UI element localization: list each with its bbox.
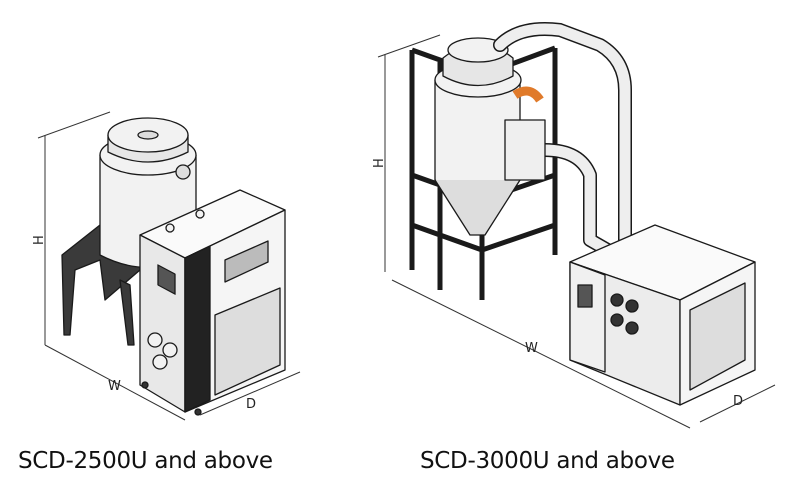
right-dim-h: H (372, 158, 387, 168)
left-dim-h: H (32, 235, 47, 245)
right-dim-w: W (525, 341, 538, 356)
right-dim-d: D (733, 394, 743, 409)
left-unit-caption: SCD-2500U and above (18, 448, 273, 474)
left-dim-d: D (246, 397, 256, 412)
left-dim-w: W (108, 379, 121, 394)
right-dimension-lines (377, 34, 776, 429)
right-unit-caption: SCD-3000U and above (420, 448, 675, 474)
left-unit-illustration (61, 117, 286, 416)
left-dimension-lines (37, 111, 301, 421)
right-unit-illustration (409, 22, 756, 406)
